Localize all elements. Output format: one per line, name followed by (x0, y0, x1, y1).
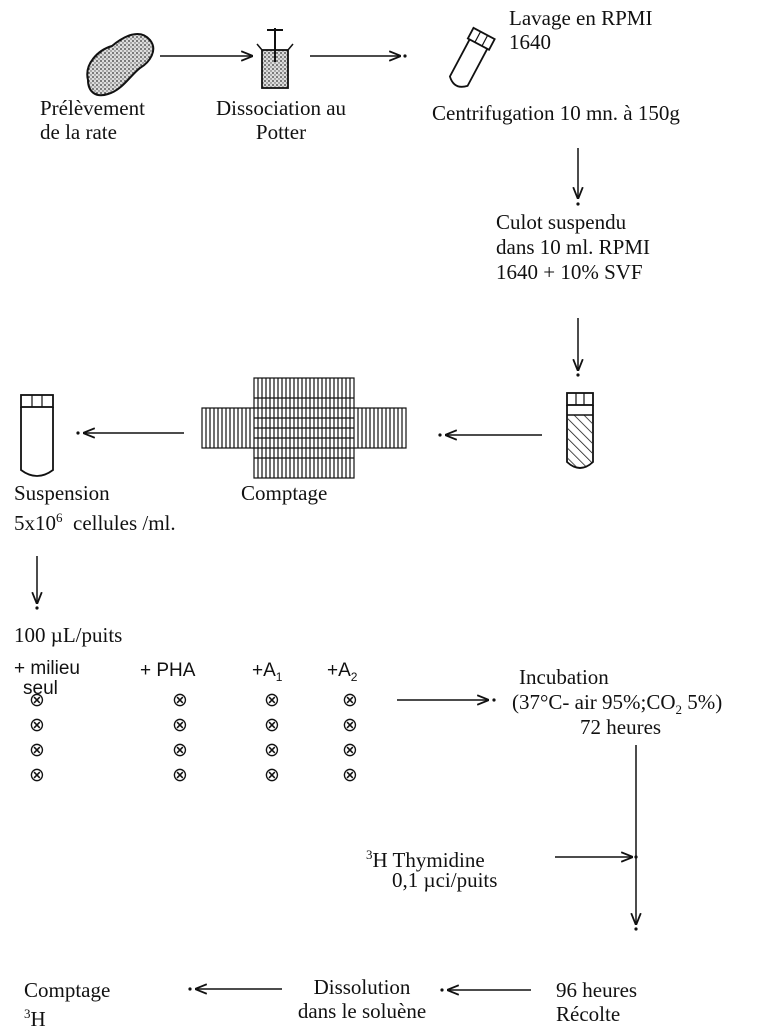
label-comptage: Comptage (241, 481, 328, 505)
well-icon: ⊗ (264, 689, 280, 711)
well-icon: ⊗ (172, 714, 188, 736)
label-incubation-duration: 72 heures (580, 715, 662, 739)
plate-header-a2: +A2 (327, 660, 358, 684)
well-icon: ⊗ (264, 739, 280, 761)
label-suspension: Suspension (14, 481, 110, 505)
plate-header-a1: +A1 (252, 660, 283, 684)
well-icon: ⊗ (264, 764, 280, 786)
label-suspension-concentration: 5x106 cellules /ml. (14, 510, 176, 535)
label-thymidine-dose: 0,1 µci/puits (392, 868, 498, 892)
suspension-tube-icon (20, 394, 54, 477)
plate-header-pha: + PHA (140, 660, 196, 681)
well-icon: ⊗ (172, 739, 188, 761)
well-icon: ⊗ (29, 739, 45, 761)
label-final-comptage: Comptage 3H (24, 978, 111, 1031)
culot-tube-icon (566, 392, 594, 469)
label-incubation: Incubation (519, 665, 609, 689)
well-icon: ⊗ (342, 764, 358, 786)
spleen-icon (86, 32, 155, 97)
label-incubation-conditions: (37°C- air 95%;CO2 5%) (512, 690, 723, 718)
well-icon: ⊗ (29, 714, 45, 736)
well-icon: ⊗ (172, 764, 188, 786)
label-centrifugation: Centrifugation 10 mn. à 150g (432, 101, 680, 125)
well-icon: ⊗ (342, 714, 358, 736)
counting-grid-icon (201, 377, 407, 479)
label-thymidine: 3H Thymidine (366, 847, 485, 872)
well-icon: ⊗ (342, 689, 358, 711)
well-icon: ⊗ (29, 764, 45, 786)
centrifuge-tube-icon (448, 26, 496, 88)
well-icon: ⊗ (264, 714, 280, 736)
well-icon: ⊗ (29, 689, 45, 711)
well-icon: ⊗ (172, 689, 188, 711)
potter-icon (256, 28, 294, 89)
well-icon: ⊗ (342, 739, 358, 761)
label-volume: 100 µL/puits (14, 623, 123, 647)
